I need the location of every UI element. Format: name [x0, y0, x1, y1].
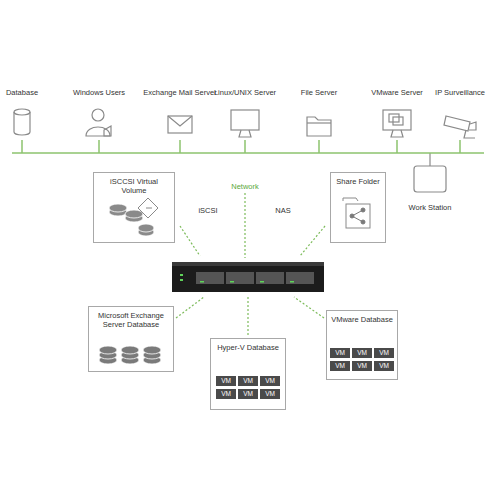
- vm-cell: VM: [216, 376, 236, 386]
- vm-label: VM: [216, 389, 236, 399]
- vm-label: VM: [352, 348, 372, 358]
- vm-label: VM: [216, 376, 236, 386]
- network-label: Work Station: [409, 203, 452, 212]
- network-label: NAS: [275, 206, 290, 215]
- vm-label: VM: [238, 389, 258, 399]
- box-title: Microsoft Exchange Server Database: [92, 311, 170, 329]
- storage-box: iSCCSI Virtual Volume: [93, 172, 175, 243]
- vm-cell: VM: [330, 348, 350, 358]
- vm-label: VM: [330, 361, 350, 371]
- vm-label: VM: [238, 376, 258, 386]
- vm-cell: VM: [352, 361, 372, 371]
- vm-label: VM: [260, 376, 280, 386]
- vm-cell: VM: [260, 389, 280, 399]
- network-label: Database: [6, 88, 38, 97]
- storage-box: Hyper-V DatabaseVMVMVMVMVMVM: [210, 338, 286, 410]
- vm-cell: VM: [374, 348, 394, 358]
- vm-label: VM: [352, 361, 372, 371]
- box-title: iSCCSI Virtual Volume: [97, 177, 171, 195]
- storage-box: VMware DatabaseVMVMVMVMVMVM: [326, 310, 398, 380]
- storage-box: Microsoft Exchange Server Database: [88, 306, 174, 372]
- network-label: iSCSI: [198, 206, 217, 215]
- storage-box: Share Folder: [330, 172, 386, 243]
- network-label: IP Surveillance: [435, 88, 485, 97]
- network-label: Network: [231, 182, 259, 191]
- vm-label: VM: [374, 348, 394, 358]
- vm-label: VM: [260, 389, 280, 399]
- vm-label: VM: [374, 361, 394, 371]
- box-title: Hyper-V Database: [214, 343, 282, 352]
- vm-cell: VM: [352, 348, 372, 358]
- network-label: VMware Server: [371, 88, 423, 97]
- vm-cell: VM: [330, 361, 350, 371]
- vm-cell: VM: [238, 376, 258, 386]
- vm-label: VM: [330, 348, 350, 358]
- box-title: VMware Database: [330, 315, 394, 324]
- vm-cell: VM: [260, 376, 280, 386]
- vm-cell: VM: [216, 389, 236, 399]
- box-title: Share Folder: [334, 177, 382, 186]
- network-label: Windows Users: [73, 88, 125, 97]
- vm-cell: VM: [374, 361, 394, 371]
- vm-cell: VM: [238, 389, 258, 399]
- network-label: File Server: [301, 88, 337, 97]
- network-label: Linux/UNIX Server: [214, 88, 276, 97]
- network-label: Exchange Mail Server: [143, 88, 216, 97]
